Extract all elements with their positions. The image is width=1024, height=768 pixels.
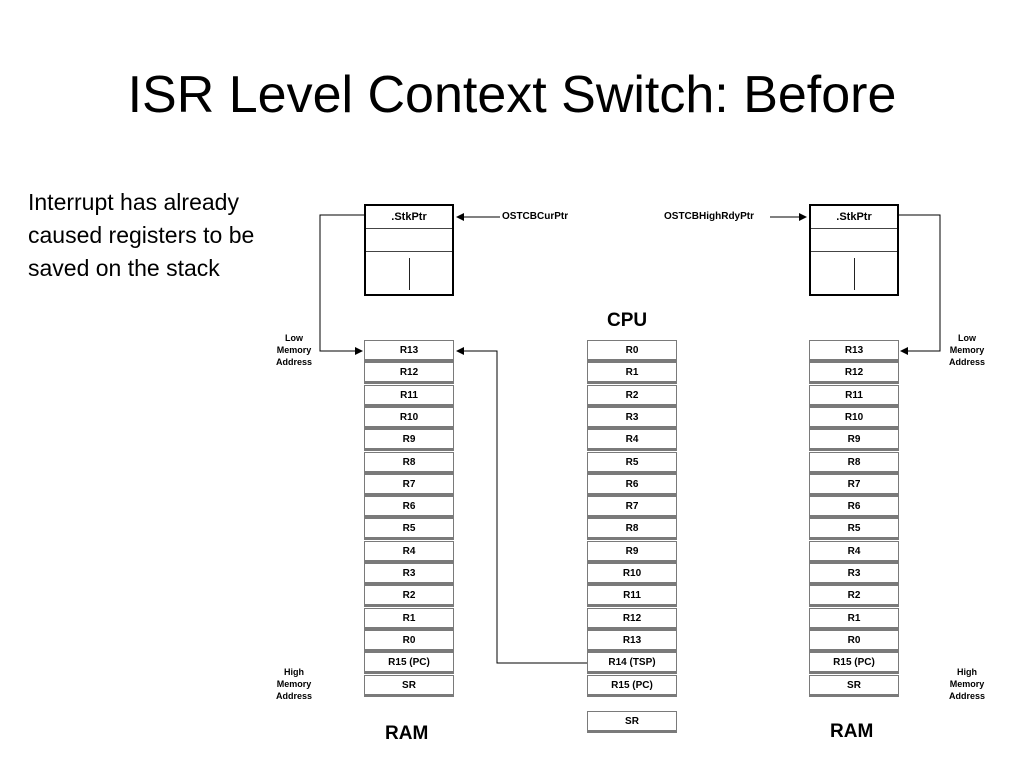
cpu-register: R12	[587, 607, 677, 630]
cpu-status-register: SR	[587, 711, 677, 733]
right-stack-cell: R15 (PC)	[809, 652, 899, 675]
left-stack-cell: SR	[364, 674, 454, 697]
right-stack-cell: R12	[809, 362, 899, 385]
left-stack-cell: R15 (PC)	[364, 652, 454, 675]
cpu-register: R15 (PC)	[587, 674, 677, 697]
left-low-address-label: Low Memory Address	[275, 333, 312, 367]
left-stack-cell: R2	[364, 585, 454, 608]
cpu-register: R4	[587, 429, 677, 452]
cpu-register: R2	[587, 384, 677, 407]
right-stack-cell: R3	[809, 563, 899, 585]
high-ready-tcb-field	[811, 229, 897, 252]
right-stack-cell: R2	[809, 585, 899, 608]
right-stkptr-link	[899, 214, 941, 355]
high-ready-ptr-label: OSTCBHighRdyPtr	[664, 211, 754, 222]
left-stack-cell: R0	[364, 629, 454, 652]
right-high-address-label: High Memory Address	[948, 667, 985, 701]
right-stack-cell: R0	[809, 629, 899, 652]
right-stack-cell: R8	[809, 451, 899, 474]
right-stack-cell: R11	[809, 384, 899, 407]
high-ready-tcb-marker	[854, 258, 855, 290]
right-stack-cell: R9	[809, 429, 899, 452]
cpu-register: R0	[587, 340, 677, 362]
cpu-register: R7	[587, 496, 677, 519]
cpu-register: R11	[587, 585, 677, 608]
cur-ptr-label: OSTCBCurPtr	[502, 211, 569, 222]
left-stack-cell: R9	[364, 429, 454, 452]
right-stack-cell: SR	[809, 674, 899, 697]
current-tcb-field	[366, 229, 452, 252]
cpu-register: R13	[587, 629, 677, 652]
left-stack-cell: R5	[364, 518, 454, 541]
left-stack-cell: R1	[364, 607, 454, 630]
right-stack-cell: R4	[809, 540, 899, 563]
left-stack-cell: R11	[364, 384, 454, 407]
right-stack-cell: R6	[809, 496, 899, 519]
left-stack-cell: R12	[364, 362, 454, 385]
left-stack-cell: R8	[364, 451, 454, 474]
tsp-link	[456, 347, 587, 664]
slide-title: ISR Level Context Switch: Before	[127, 66, 897, 124]
cpu-register: R8	[587, 518, 677, 541]
cpu-register: R6	[587, 473, 677, 496]
left-stack-cell: R13	[364, 340, 454, 362]
right-stack-cell: R5	[809, 518, 899, 541]
high-ready-tcb: .StkPtr	[809, 204, 899, 296]
cpu-register: R1	[587, 362, 677, 385]
current-tcb: .StkPtr	[364, 204, 454, 296]
left-stack-cell: R7	[364, 473, 454, 496]
high-ready-tcb-stkptr: .StkPtr	[811, 206, 897, 229]
left-stack-cell: R4	[364, 540, 454, 563]
bullet-text: Interrupt has already caused registers t…	[28, 189, 255, 281]
cpu-register: R9	[587, 540, 677, 563]
right-stack-cell: R13	[809, 340, 899, 362]
right-stack-cell: R10	[809, 406, 899, 429]
right-stack-cell: R7	[809, 473, 899, 496]
cpu-register: R3	[587, 406, 677, 429]
current-tcb-stkptr: .StkPtr	[366, 206, 452, 229]
left-high-address-label: High Memory Address	[275, 667, 312, 701]
right-low-address-label: Low Memory Address	[948, 333, 985, 367]
left-stkptr-link	[319, 214, 364, 355]
right-stack-cell: R1	[809, 607, 899, 630]
right-ram-label: RAM	[830, 721, 874, 742]
cpu-register: R14 (TSP)	[587, 652, 677, 675]
current-tcb-marker	[409, 258, 410, 290]
cpu-register: R10	[587, 563, 677, 585]
left-stack-cell: R6	[364, 496, 454, 519]
left-ram-label: RAM	[385, 723, 429, 744]
cpu-label: CPU	[607, 310, 648, 331]
left-stack-cell: R3	[364, 563, 454, 585]
left-stack-cell: R10	[364, 406, 454, 429]
cpu-register: R5	[587, 451, 677, 474]
